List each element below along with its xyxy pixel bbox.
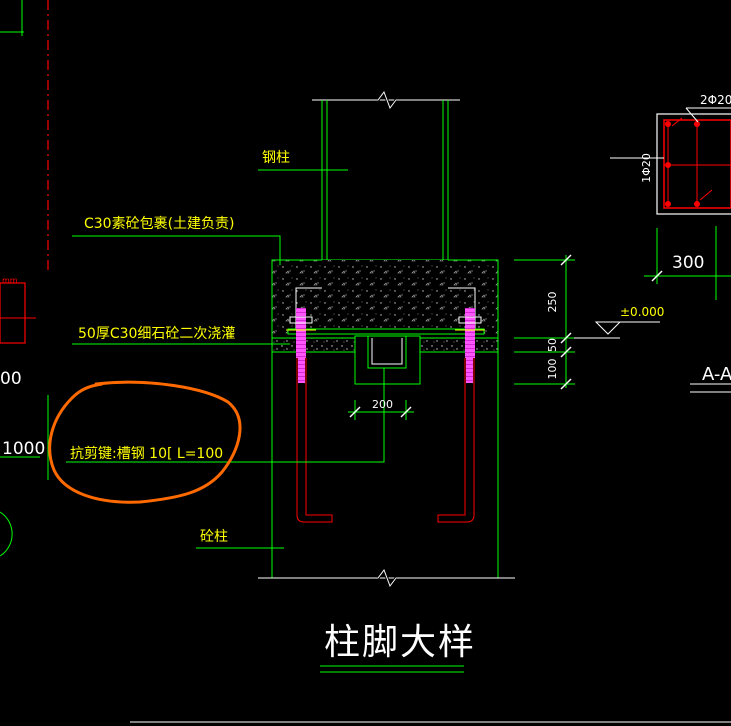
dim-100: 100 (546, 359, 559, 380)
section-label: A-A (702, 364, 731, 385)
dim-200: 200 (372, 398, 393, 411)
annotation-ellipse (48, 380, 242, 504)
left-red-rect (0, 282, 26, 344)
section-aa: 2Φ20 1Φ20 300 A-A (610, 93, 731, 393)
label-rc-column-group: 砼柱 (196, 529, 284, 549)
dimension-200: 200 (348, 398, 414, 420)
label-grout-group: 50厚C30细石砼二次浇灌 (72, 326, 290, 345)
dimension-chain-vertical: 250 50 100 (514, 254, 575, 390)
left-mm-label: mm (2, 276, 18, 285)
label-shear-key: 抗剪键:槽钢 10[ L=100 (70, 446, 223, 462)
left-circle-arc (0, 511, 13, 557)
elevation-label: ±0.000 (620, 305, 664, 319)
label-shear-key-group: 抗剪键:槽钢 10[ L=100 (66, 368, 385, 463)
section-rebar-side: 1Φ20 (640, 153, 653, 183)
dim-50: 50 (546, 338, 559, 352)
label-steel-column: 钢柱 (262, 150, 290, 166)
base-plate (287, 328, 485, 335)
drawing-title-group: 柱脚大样 (320, 622, 476, 673)
left-00-label: 00 (0, 369, 22, 389)
label-concrete-encasement-group: C30素砼包裹(土建负责) (72, 216, 281, 265)
concrete-encasement (271, 259, 499, 339)
section-rebar-top: 2Φ20 (700, 93, 731, 107)
elevation-mark: ±0.000 (574, 305, 664, 339)
dim-250: 250 (546, 292, 559, 313)
label-rc-column: 砼柱 (200, 529, 228, 545)
label-steel-column-group: 钢柱 (258, 150, 348, 171)
rc-column (258, 352, 515, 590)
shear-key-channel (354, 335, 421, 385)
label-concrete-encasement: C30素砼包裹(土建负责) (84, 216, 235, 232)
anchor-bolt-right (437, 308, 485, 523)
anchor-bolt-left (286, 308, 333, 523)
drawing-title: 柱脚大样 (324, 622, 476, 663)
left-partial-drawing: mm 00 1000 (0, 0, 49, 557)
label-grout: 50厚C30细石砼二次浇灌 (78, 326, 235, 342)
section-width-300: 300 (672, 253, 704, 273)
left-1000-label: 1000 (2, 439, 45, 459)
